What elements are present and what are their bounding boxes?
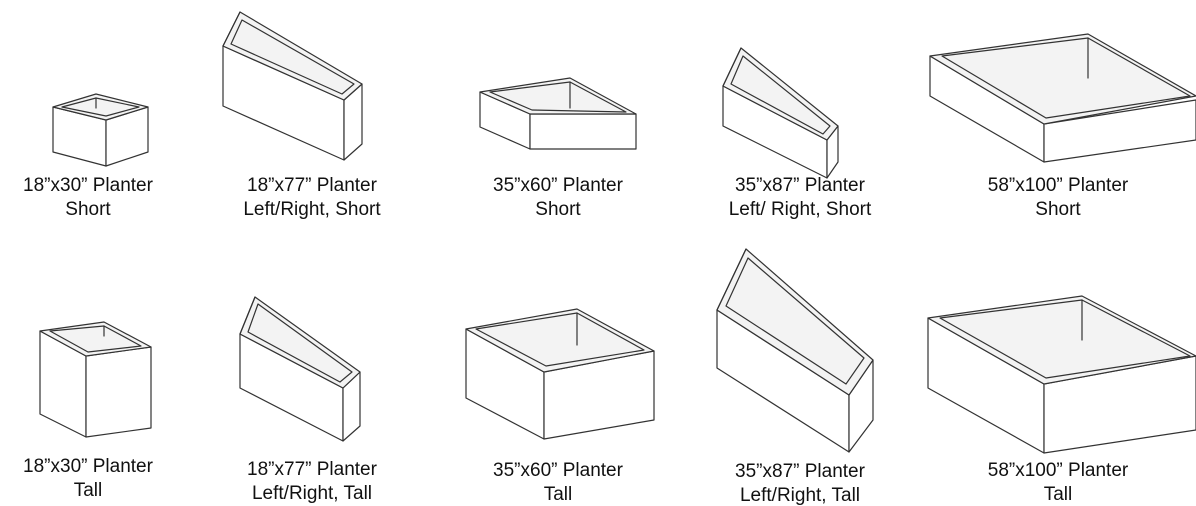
label-variant: Tall [543,484,573,505]
planter-18x30-short-drawing [52,93,149,167]
label-size: 58”x100” Planter [987,175,1129,196]
label-planter-35x60-short: 35”x60” Planter Short [493,174,623,222]
label-size: 35”x87” Planter [735,175,865,196]
label-size: 58”x100” Planter [987,460,1129,481]
planter-35x60-tall-drawing [465,308,655,440]
label-planter-18x77-short: 18”x77” Planter Left/Right, Short [243,174,380,222]
planter-35x87-tall-drawing [716,248,874,453]
label-variant: Short [1035,199,1081,220]
label-size: 35”x60” Planter [493,175,623,196]
label-variant: Left/ Right, Short [728,199,872,220]
label-variant: Tall [1043,484,1073,505]
label-planter-18x30-tall: 18”x30” Planter Tall [23,455,153,503]
planter-35x60-short-drawing [479,77,637,150]
label-variant: Short [65,199,111,220]
label-variant: Left/Right, Tall [739,485,861,506]
label-planter-58x100-short: 58”x100” Planter Short [988,174,1128,222]
planter-58x100-tall-drawing [927,295,1196,454]
label-size: 18”x77” Planter [247,459,377,480]
label-size: 35”x60” Planter [493,460,623,481]
label-variant: Tall [73,480,103,501]
label-size: 18”x77” Planter [247,175,377,196]
label-planter-18x77-tall: 18”x77” Planter Left/Right, Tall [247,458,377,506]
label-size: 18”x30” Planter [23,456,153,477]
planter-35x87-short-drawing [722,47,839,179]
label-size: 18”x30” Planter [23,175,153,196]
label-planter-35x87-short: 35”x87” Planter Left/ Right, Short [729,174,872,222]
label-variant: Short [535,199,581,220]
planter-18x30-tall-drawing [39,321,152,438]
label-variant: Left/Right, Tall [251,483,373,504]
planter-18x77-short-drawing [222,11,363,161]
planter-58x100-short-drawing [929,33,1196,163]
planter-18x77-tall-drawing [239,296,361,442]
label-planter-18x30-short: 18”x30” Planter Short [23,174,153,222]
label-variant: Left/Right, Short [243,199,381,220]
label-planter-35x60-tall: 35”x60” Planter Tall [493,459,623,506]
label-size: 35”x87” Planter [735,461,865,482]
label-planter-35x87-tall: 35”x87” Planter Left/Right, Tall [735,460,865,506]
label-planter-58x100-tall: 58”x100” Planter Tall [988,459,1128,506]
